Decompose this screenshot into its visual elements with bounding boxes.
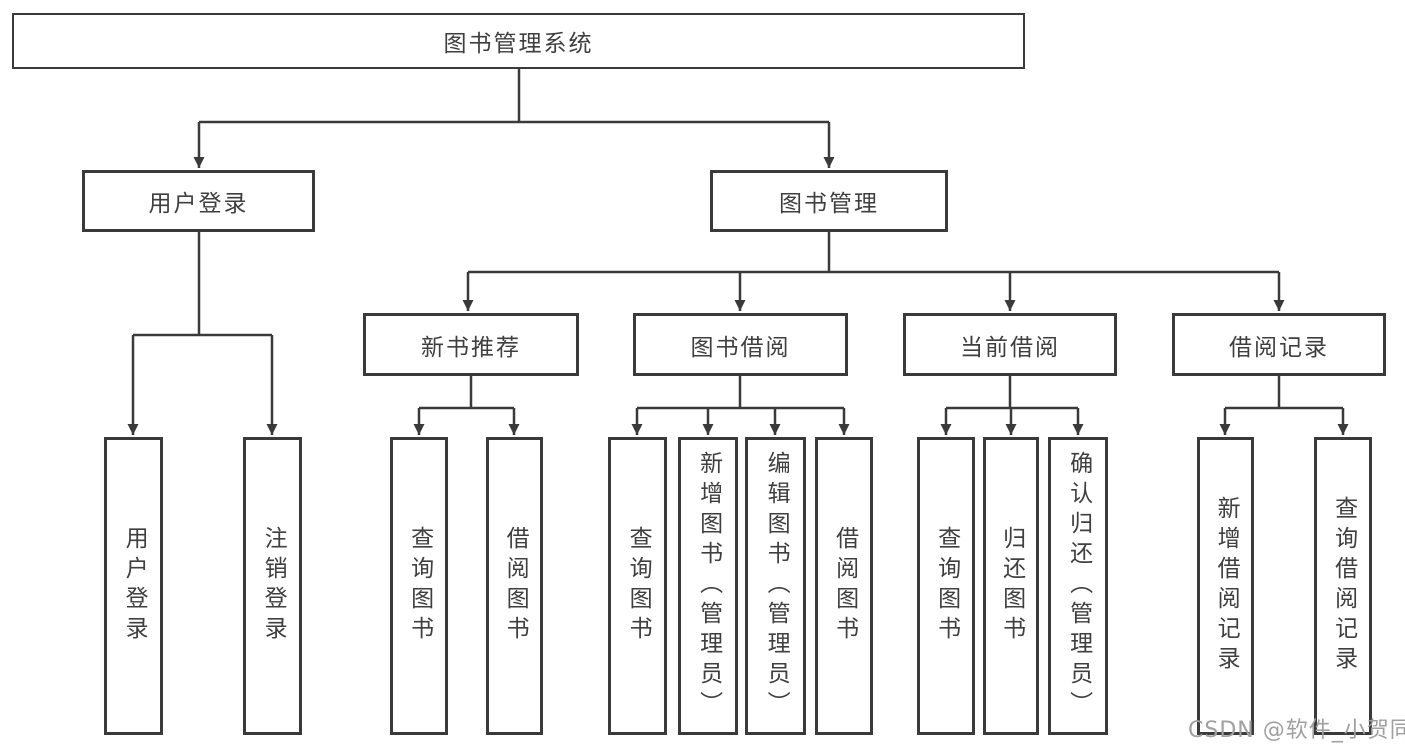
leaf-query-borrow-record: 查询借阅记录: [1314, 437, 1372, 735]
leaf-query-books: 查询图书: [390, 437, 448, 735]
node-user-login: 用户登录: [82, 170, 315, 232]
leaf-label: 新增借阅记录: [1213, 496, 1240, 676]
node-library-management-system: 图书管理系统: [12, 13, 1025, 69]
leaf-label: 查询图书: [933, 526, 960, 646]
leaf-logout: 注销登录: [243, 437, 302, 735]
leaf-user-login: 用户登录: [104, 437, 163, 735]
node-label: 图书管理: [779, 191, 879, 217]
node-label: 新书推荐: [421, 334, 521, 361]
leaf-add-borrow-record: 新增借阅记录: [1197, 437, 1254, 735]
leaf-label: 借阅图书: [502, 526, 529, 646]
leaf-borrow-books: 借阅图书: [815, 437, 873, 735]
leaf-label: 查询借阅记录: [1330, 496, 1357, 676]
leaf-label: 编辑图书（管理员）: [763, 451, 790, 721]
node-label: 当前借阅: [960, 334, 1060, 361]
leaf-label: 新增图书（管理员）: [695, 451, 722, 721]
leaf-query-books: 查询图书: [608, 437, 667, 735]
node-label: 图书管理系统: [443, 31, 594, 57]
node-current-borrowing: 当前借阅: [903, 313, 1117, 376]
leaf-label: 归还图书: [998, 526, 1025, 646]
leaf-query-books: 查询图书: [917, 437, 975, 735]
leaf-add-books-admin: 新增图书（管理员）: [678, 437, 738, 735]
leaf-label: 确认归还（管理员）: [1065, 451, 1092, 721]
leaf-label: 借阅图书: [831, 526, 858, 646]
node-label: 图书借阅: [690, 334, 791, 361]
node-book-borrowing: 图书借阅: [633, 313, 848, 376]
node-new-book-recommendation: 新书推荐: [363, 313, 579, 376]
node-book-management: 图书管理: [710, 170, 948, 232]
leaf-return-books: 归还图书: [983, 437, 1039, 735]
leaf-label: 查询图书: [625, 526, 652, 646]
node-label: 借阅记录: [1229, 334, 1329, 361]
leaf-label: 注销登录: [260, 526, 287, 646]
node-label: 用户登录: [148, 191, 249, 217]
leaf-label: 查询图书: [406, 526, 433, 646]
csdn-watermark: CSDN @软件_小贺同学: [1188, 718, 1405, 743]
node-borrowing-records: 借阅记录: [1172, 313, 1386, 376]
leaf-borrow-books: 借阅图书: [486, 437, 543, 735]
leaf-label: 用户登录: [121, 526, 148, 646]
leaf-confirm-return-admin: 确认归还（管理员）: [1048, 437, 1108, 735]
leaf-edit-books-admin: 编辑图书（管理员）: [745, 437, 806, 735]
